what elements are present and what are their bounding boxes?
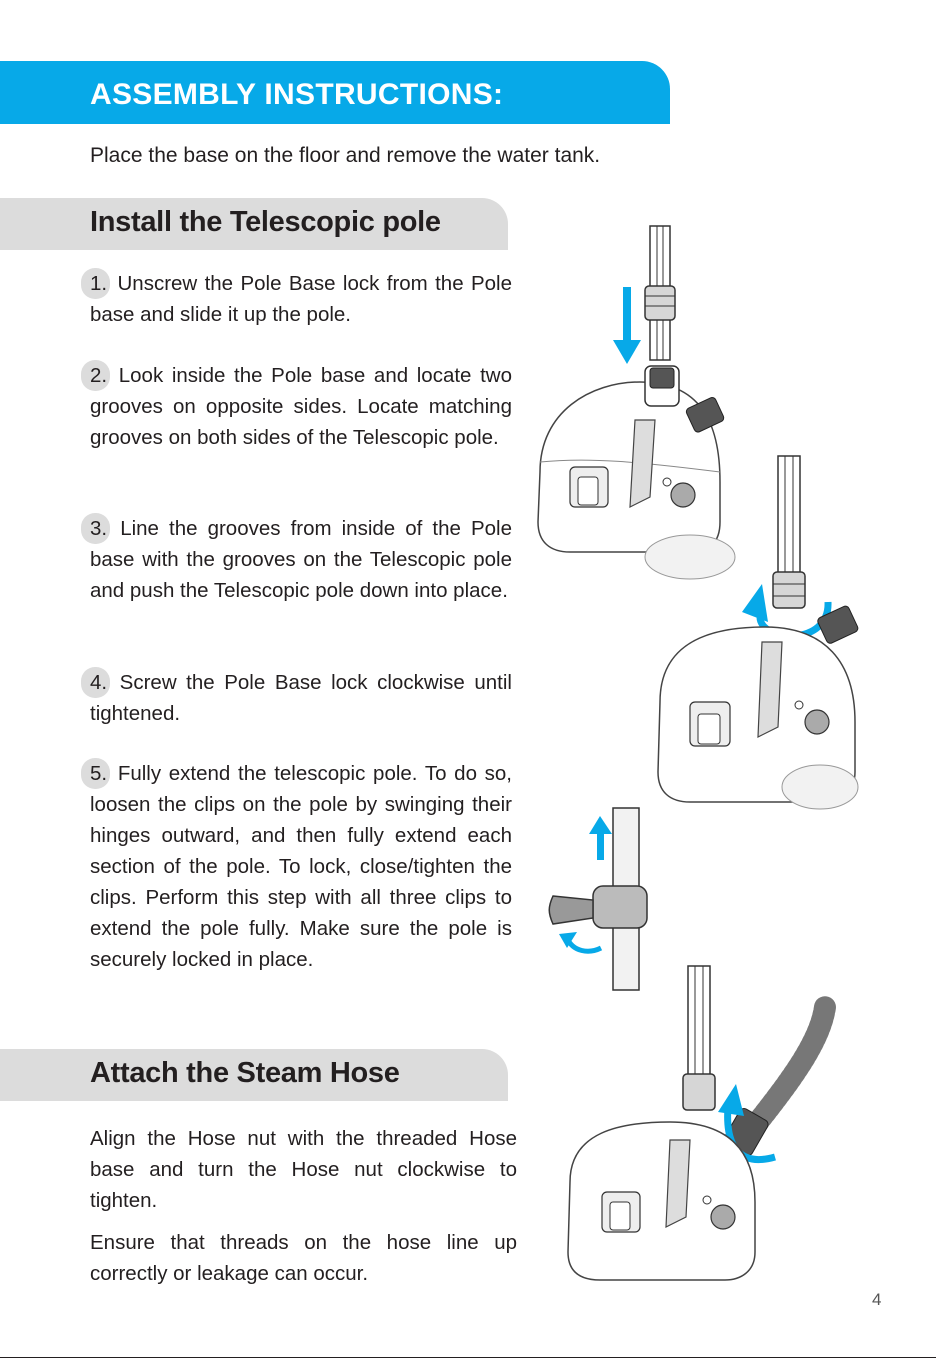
section-bar-steam-hose bbox=[0, 1049, 508, 1101]
footer-divider bbox=[0, 1357, 936, 1358]
pole-clip-illustration bbox=[548, 807, 648, 991]
step-number: 1. bbox=[81, 268, 111, 299]
down-arrow-icon bbox=[613, 287, 641, 364]
step-3: 3. Line the grooves from inside of the P… bbox=[81, 513, 513, 606]
step-number: 3. bbox=[81, 513, 111, 544]
step-5: 5. Fully extend the telescopic pole. To … bbox=[81, 758, 512, 975]
hose-paragraph-2: Ensure that threads on the hose line up … bbox=[90, 1231, 517, 1285]
steam-hose-illustration bbox=[567, 965, 836, 1281]
step-1: 1. Unscrew the Pole Base lock from the P… bbox=[81, 268, 513, 330]
step-text: Fully extend the telescopic pole. To do … bbox=[90, 762, 512, 971]
step-number: 2. bbox=[81, 360, 111, 391]
hose-paragraph-1: Align the Hose nut with the threaded Hos… bbox=[90, 1127, 517, 1212]
step-2: 2. Look inside the Pole base and locate … bbox=[81, 360, 512, 453]
up-arrow-icon bbox=[589, 816, 612, 860]
step-text: Look inside the Pole base and locate two… bbox=[90, 364, 512, 449]
page-number: 4 bbox=[872, 1290, 882, 1309]
step-text: Line the grooves from inside of the Pole… bbox=[90, 517, 513, 602]
step-text: Unscrew the Pole Base lock from the Pole… bbox=[90, 272, 513, 326]
step-text: Screw the Pole Base lock clockwise until… bbox=[90, 671, 512, 725]
pole-lock-illustration bbox=[657, 455, 859, 810]
section-title-telescopic-pole: Install the Telescopic pole bbox=[90, 206, 441, 238]
step-number: 4. bbox=[81, 667, 111, 698]
step-number: 5. bbox=[81, 758, 111, 789]
page-title: ASSEMBLY INSTRUCTIONS: bbox=[90, 78, 504, 111]
header-banner bbox=[0, 61, 670, 124]
pole-insert-illustration bbox=[537, 225, 736, 580]
section-bar-telescopic-pole bbox=[0, 198, 508, 250]
rotate-outward-icon bbox=[559, 932, 603, 954]
step-4: 4. Screw the Pole Base lock clockwise un… bbox=[81, 667, 512, 729]
intro-text: Place the base on the floor and remove t… bbox=[90, 144, 601, 167]
section-title-steam-hose: Attach the Steam Hose bbox=[90, 1057, 400, 1089]
